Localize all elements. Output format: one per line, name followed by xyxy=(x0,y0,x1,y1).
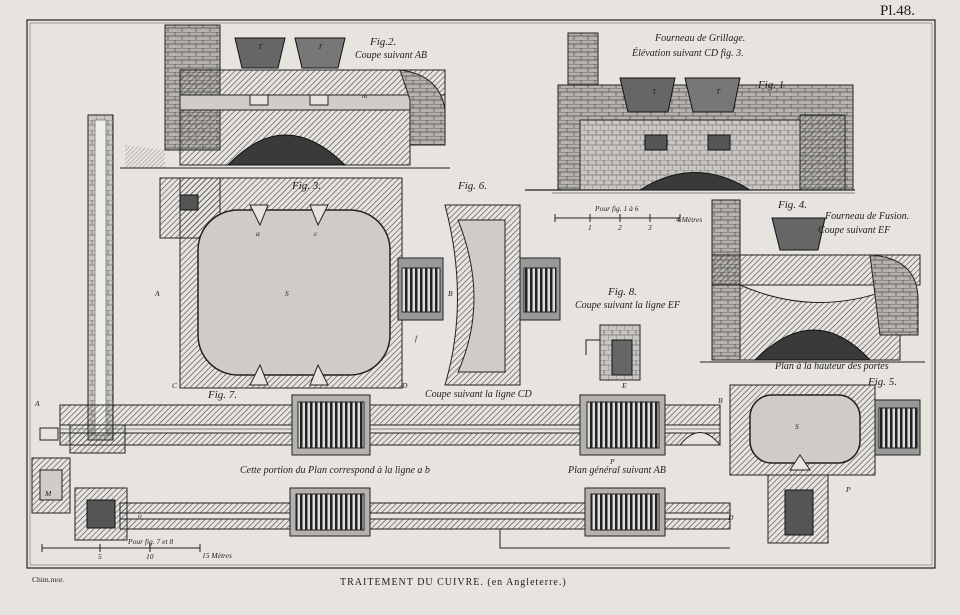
fig4-caption: Coupe suivant EF xyxy=(818,225,891,236)
coupe-cd-caption: Coupe suivant la ligne CD xyxy=(425,389,532,400)
fig3-label: Fig. 3. xyxy=(292,180,322,192)
letter-A-fig7: A xyxy=(35,399,40,408)
scale-top-unit: 4 Mètres xyxy=(676,215,703,224)
letter-c-fig3: c xyxy=(314,229,318,238)
plate-number: Pl.48. xyxy=(880,3,916,19)
fig8-label: Fig. 8. xyxy=(608,286,638,298)
fig2-label: Fig.2. xyxy=(370,36,397,48)
letter-C-fig3: C xyxy=(172,381,178,390)
general-plan xyxy=(31,457,731,549)
fig5-plan xyxy=(729,384,921,544)
chimney xyxy=(69,114,126,454)
letter-P-fig5: P xyxy=(846,485,851,494)
portion-caption: Cette portion du Plan correspond à la li… xyxy=(240,465,430,476)
letter-M: M xyxy=(45,489,52,498)
scale-top-tick-2: 2 xyxy=(618,223,622,232)
scale-bar-top xyxy=(554,214,681,222)
fig1-elevation xyxy=(525,32,855,194)
fig4-label: Fig. 4. xyxy=(778,199,808,211)
fig2-caption: Coupe suivant AB xyxy=(355,50,428,61)
letter-A-fig3: A xyxy=(155,289,160,298)
letter-a-fig3: a xyxy=(256,229,260,238)
plate-title: TRAITEMENT DU CUIVRE. (en Angleterre.) xyxy=(340,577,567,588)
letter-S-fig3: S xyxy=(285,289,289,298)
letter-m: m xyxy=(362,91,368,100)
scale-top-tick-3: 3 xyxy=(648,223,652,232)
fig6-section xyxy=(444,204,561,386)
letter-T-3: T xyxy=(652,87,657,96)
letter-T-4: T xyxy=(716,87,721,96)
fig7-label: Fig. 7. xyxy=(208,389,238,401)
letter-o-plan: o xyxy=(138,511,142,520)
letter-B-fig7: B xyxy=(718,396,723,405)
fig8-caption: Coupe suivant la ligne EF xyxy=(575,300,680,311)
scale-bottom-unit: 15 Mètres xyxy=(202,551,232,560)
fig8-section xyxy=(585,324,641,381)
fig7-section xyxy=(39,394,722,456)
fusion-title: Fourneau de Fusion. xyxy=(825,211,910,222)
letter-E-fig8: E xyxy=(622,381,627,390)
scale-bottom-tick-10: 10 xyxy=(146,552,154,561)
plate-frame-inner xyxy=(29,22,933,566)
scale-top-caption: Pour fig. 1 à 6 xyxy=(595,204,639,213)
fig1-label: Fig. 1 xyxy=(758,79,785,91)
letter-f-fig3: f xyxy=(415,334,418,343)
letter-T-2: T xyxy=(318,42,323,51)
letter-P-fig7: P xyxy=(610,457,615,466)
scale-top-tick-1: 1 xyxy=(588,223,592,232)
fig3-plan xyxy=(159,177,444,389)
grillage-title: Fourneau de Grillage. xyxy=(655,33,746,44)
scale-bottom-caption: Pour fig. 7 et 8 xyxy=(128,537,174,546)
plan-general-caption: Plan général suivant AB xyxy=(568,465,666,476)
fig4-section xyxy=(700,199,925,363)
fig6-label: Fig. 6. xyxy=(458,180,488,192)
engraver-credit: Chim.mor. xyxy=(32,575,65,584)
scale-bar-bottom xyxy=(41,544,201,552)
plate-frame xyxy=(26,19,936,569)
letter-S-fig5: S xyxy=(795,422,799,431)
letter-T-1: T xyxy=(258,42,263,51)
fig2-section xyxy=(120,24,450,169)
fig5-label: Fig. 5. xyxy=(868,376,898,388)
letter-B-fig3: B xyxy=(448,289,453,298)
plan-portes-caption: Plan à la hauteur des portes xyxy=(775,361,889,372)
letter-D-fig3: D xyxy=(402,381,408,390)
letter-D-plan: D xyxy=(728,513,734,522)
scale-bottom-tick-5: 5 xyxy=(98,552,102,561)
elevation-caption: Élévation suivant CD fig. 3. xyxy=(632,48,744,59)
